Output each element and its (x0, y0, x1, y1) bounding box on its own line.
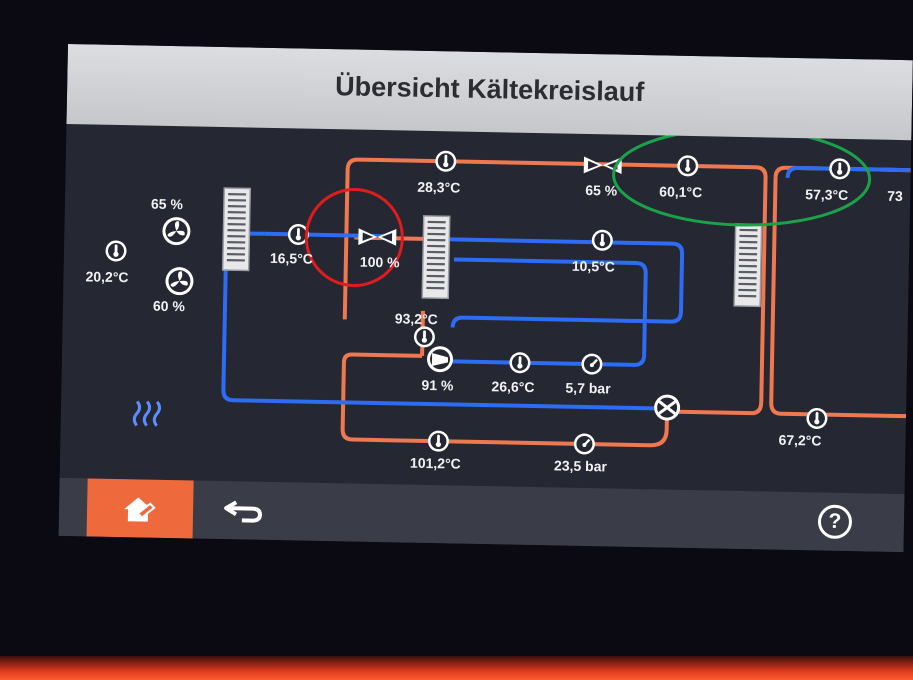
suction-pressure-label: 5,7 bar (565, 379, 611, 397)
fan-top-icon (162, 216, 191, 246)
top-right-temp-label: 60,1°C (659, 183, 703, 201)
hmi-screen: Übersicht Kältekreislauf (58, 44, 913, 553)
back-arrow-icon (224, 500, 262, 523)
outdoor-temp-label: 20,2°C (85, 268, 129, 286)
hot-gas-temp-label: 101,2°C (409, 454, 461, 472)
thermometer-icon (829, 158, 851, 180)
thermometer-icon (591, 229, 614, 251)
suction-temp-label: 26,6°C (491, 378, 535, 396)
cutoff-value-label: 73 (887, 187, 903, 205)
back-button[interactable] (219, 493, 270, 528)
expansion-valve-icon (358, 228, 397, 246)
heating-icon (132, 400, 162, 427)
expansion-valve-label: 100 % (359, 253, 400, 271)
thermometer-icon (427, 430, 450, 452)
thermometer-icon (435, 150, 457, 172)
internal-hx-temp-label: 10,5°C (571, 257, 615, 275)
thermometer-icon (509, 352, 531, 374)
outdoor-thermometer-icon (105, 240, 127, 262)
fan-bottom-speed-label: 60 % (152, 297, 186, 315)
evaporator-out-temp-label: 16,5°C (269, 249, 314, 267)
fan-bottom-icon (165, 266, 194, 296)
evaporator-icon (221, 187, 252, 272)
home-tool-button[interactable] (86, 478, 194, 539)
pressure-gauge-icon (572, 432, 597, 456)
heat-exchanger-out-temp-label: 93,2°C (394, 310, 438, 328)
help-icon: ? (828, 509, 842, 533)
four-way-valve-icon (654, 394, 681, 421)
top-line-temp-label: 28,3°C (417, 178, 461, 196)
page-title: Übersicht Kältekreislauf (334, 71, 645, 108)
far-right-temp-label: 57,3°C (805, 186, 849, 204)
internal-heat-exchanger-icon (421, 214, 451, 300)
device-led-strip (0, 656, 913, 680)
home-tool-icon (124, 497, 156, 522)
top-valve-label: 65 % (585, 181, 618, 199)
fan-top-speed-label: 65 % (150, 195, 184, 213)
green-annotation-ellipse (612, 127, 872, 227)
thermometer-icon (413, 326, 436, 348)
pressure-gauge-icon (580, 352, 604, 377)
compressor-icon (427, 346, 454, 373)
bottom-toolbar: ? (58, 477, 905, 553)
thermometer-icon (806, 407, 828, 430)
thermometer-icon (677, 155, 699, 177)
red-annotation-circle (304, 188, 404, 288)
refrigeration-diagram (105, 127, 912, 456)
condenser-icon (733, 222, 763, 308)
high-pressure-label: 23,5 bar (553, 457, 608, 475)
flow-temp-label: 67,2°C (778, 431, 822, 449)
help-button[interactable]: ? (817, 504, 853, 540)
compressor-speed-label: 91 % (421, 376, 454, 394)
